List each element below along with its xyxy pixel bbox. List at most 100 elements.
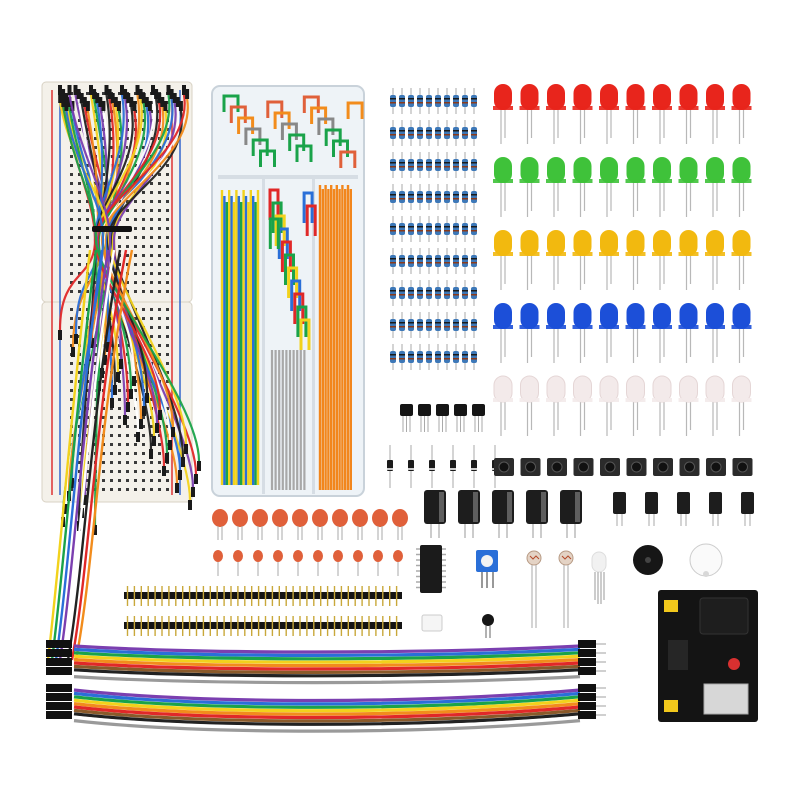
breadboard-hole — [158, 461, 161, 464]
resistor — [453, 159, 459, 171]
breadboard-hole — [142, 209, 145, 212]
transistor — [472, 404, 485, 416]
led-rim — [652, 325, 672, 329]
resistor — [471, 351, 477, 363]
breadboard-hole — [126, 281, 129, 284]
breadboard-hole — [150, 245, 153, 248]
breadboard-hole — [134, 200, 137, 203]
breadboard-hole — [134, 371, 137, 374]
resistor — [426, 191, 432, 203]
breadboard-hole — [142, 245, 145, 248]
led-rim — [519, 179, 540, 183]
breadboard-hole — [118, 452, 121, 455]
breadboard-hole — [78, 326, 81, 329]
resistor-band — [426, 326, 432, 328]
breadboard-hole — [150, 110, 153, 113]
breadboard-hole — [86, 173, 89, 176]
led-rim — [705, 325, 725, 329]
resistor-band — [390, 130, 396, 132]
resistor-band — [426, 290, 432, 292]
resistor-band — [435, 294, 441, 296]
led-rim — [599, 398, 619, 402]
led-red — [573, 84, 592, 110]
breadboard-hole — [150, 461, 153, 464]
breadboard-hole — [118, 263, 121, 266]
resistor-band — [426, 130, 432, 132]
breadboard-hole — [102, 488, 105, 491]
resistor-band — [426, 230, 432, 232]
resistor — [426, 127, 432, 139]
led-rim — [546, 325, 566, 329]
breadboard-hole — [118, 425, 121, 428]
resistor — [408, 127, 414, 139]
breadboard-hole — [134, 290, 137, 293]
breadboard-hole — [158, 254, 161, 257]
breadboard-hole — [150, 434, 153, 437]
breadboard-hole — [70, 191, 73, 194]
breadboard-hole — [158, 236, 161, 239]
resistor-band — [435, 198, 441, 200]
wire-pin — [135, 85, 140, 95]
resistor-band — [417, 166, 423, 168]
wire-pin — [166, 85, 171, 95]
resistor-band — [444, 290, 450, 292]
led-yellow — [600, 230, 618, 256]
resistor-band — [435, 226, 441, 228]
breadboard-hole — [102, 407, 105, 410]
resistor-band — [471, 162, 477, 164]
resistor-band — [444, 134, 450, 136]
breadboard-hole — [150, 254, 153, 257]
led-green — [573, 157, 592, 183]
breadboard-hole — [70, 488, 73, 491]
breadboard-hole — [134, 434, 137, 437]
resistor-band — [426, 294, 432, 296]
breadboard-hole — [142, 272, 145, 275]
breadboard-hole — [70, 344, 73, 347]
resistor-band — [471, 198, 477, 200]
resistor-band — [471, 326, 477, 328]
resistor-band — [390, 226, 396, 228]
resistor-band — [390, 194, 396, 196]
wire-pin — [157, 93, 162, 103]
resistor — [462, 159, 468, 171]
breadboard-hole — [166, 227, 169, 230]
led-blue — [732, 303, 751, 329]
led-rim — [572, 179, 593, 183]
dupont-housing — [578, 693, 596, 701]
resistor — [453, 255, 459, 267]
resistor — [399, 191, 405, 203]
resistor-band — [417, 262, 423, 264]
jumper-wire-long — [66, 249, 122, 661]
breadboard-hole — [70, 281, 73, 284]
resistor-band — [444, 226, 450, 228]
breadboard-hole — [158, 308, 161, 311]
pin-header — [124, 592, 402, 599]
resistor-band — [399, 358, 405, 360]
wire-pin — [64, 93, 69, 103]
breadboard-hole — [110, 488, 113, 491]
power-switch — [728, 658, 740, 670]
resistor-band — [417, 102, 423, 104]
breadboard-hole — [78, 218, 81, 221]
breadboard-hole — [110, 146, 113, 149]
dupont-housing — [578, 711, 596, 719]
led-rim — [493, 325, 513, 329]
resistor — [453, 287, 459, 299]
capacitor-stripe — [541, 492, 546, 522]
dupont-housing — [46, 649, 72, 657]
resistor-band — [462, 98, 468, 100]
wire-pin — [61, 89, 66, 99]
u-wire — [290, 279, 302, 311]
u-wire — [280, 122, 298, 140]
electrolytic-capacitor-row-small — [613, 492, 754, 526]
resistor-band — [426, 226, 432, 228]
resistor-band — [444, 198, 450, 200]
led-rim — [652, 179, 672, 183]
dupont-housing — [578, 667, 596, 675]
wire-pin — [83, 495, 87, 505]
breadboard-hole — [118, 353, 121, 356]
breadboard-hole — [78, 290, 81, 293]
resistor-band — [471, 258, 477, 260]
wire-pin — [73, 85, 78, 95]
